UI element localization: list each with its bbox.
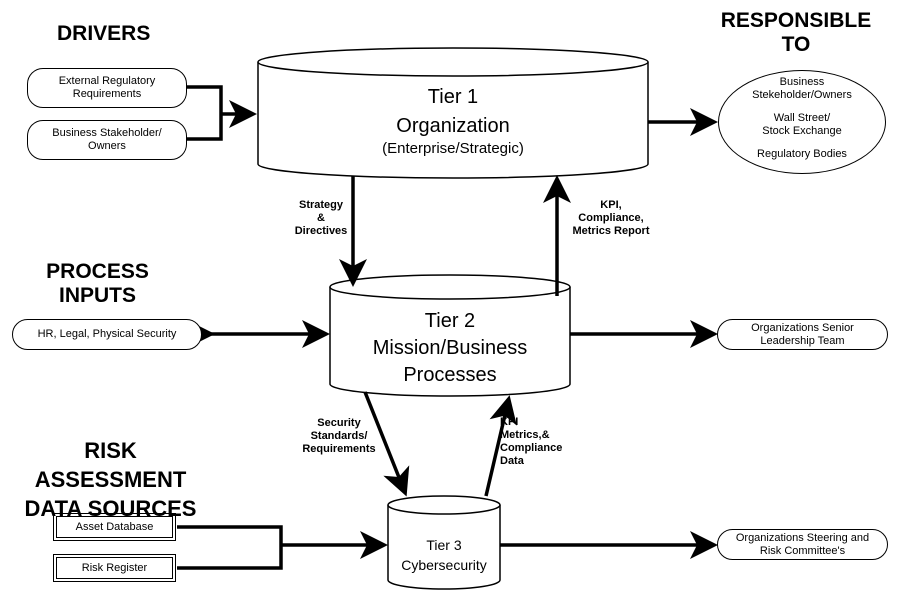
- arrow-kpi-metrics-up: [484, 395, 517, 497]
- steering-committee: Organizations Steering and Risk Committe…: [717, 529, 888, 560]
- tier2-cylinder: [329, 274, 571, 397]
- label-security-standards: Security Standards/ Requirements: [302, 417, 376, 455]
- responsible-regulatory-bodies: Regulatory Bodies: [757, 148, 847, 160]
- label-strategy-directives: Strategy & Directives: [294, 199, 348, 237]
- responsible-stakeholders: Business Stekeholder/Owners: [752, 76, 852, 101]
- tier1-title: Tier 1: [427, 86, 479, 108]
- risk-source-asset-database: Asset Database: [53, 513, 176, 541]
- label-kpi-compliance-report: KPI, Compliance, Metrics Report: [572, 199, 650, 237]
- heading-drivers: DRIVERS: [57, 22, 151, 45]
- tier2-subtitle: Mission/Business: [372, 337, 528, 359]
- driver-external-regulatory: External Regulatory Requirements: [27, 68, 187, 108]
- tier3-subtitle: Cybersecurity: [401, 557, 487, 573]
- heading-process-inputs: PROCESS INPUTS: [46, 260, 149, 307]
- tier3-title: Tier 3: [426, 537, 462, 553]
- tier1-detail: (Enterprise/Strategic): [382, 140, 524, 157]
- arrow-security-down: [363, 391, 410, 497]
- responsible-to-ellipse: Business Stekeholder/Owners Wall Street/…: [718, 70, 886, 174]
- driver-business-stakeholder: Business Stakeholder/ Owners: [27, 120, 187, 160]
- drivers-connector: [187, 85, 257, 141]
- heading-responsible-to: RESPONSIBLE TO: [720, 9, 872, 56]
- label-kpi-metrics-compliance: KPI Metrics,& Compliance Data: [500, 416, 563, 467]
- senior-leadership-team: Organizations Senior Leadership Team: [717, 319, 888, 350]
- heading-risk-assessment: RISK ASSESSMENT DATA SOURCES: [24, 438, 197, 521]
- risk-sources-connector: [177, 525, 388, 570]
- tier2-detail: Processes: [403, 364, 497, 386]
- responsible-wall-street: Wall Street/ Stock Exchange: [762, 112, 842, 137]
- tier1-cylinder: [257, 47, 649, 179]
- tier3-cylinder: [387, 495, 501, 590]
- process-input-hr-legal: HR, Legal, Physical Security: [12, 319, 202, 350]
- risk-source-risk-register: Risk Register: [53, 554, 176, 582]
- tier1-subtitle: Organization: [396, 115, 510, 137]
- tier2-title: Tier 2: [424, 310, 476, 332]
